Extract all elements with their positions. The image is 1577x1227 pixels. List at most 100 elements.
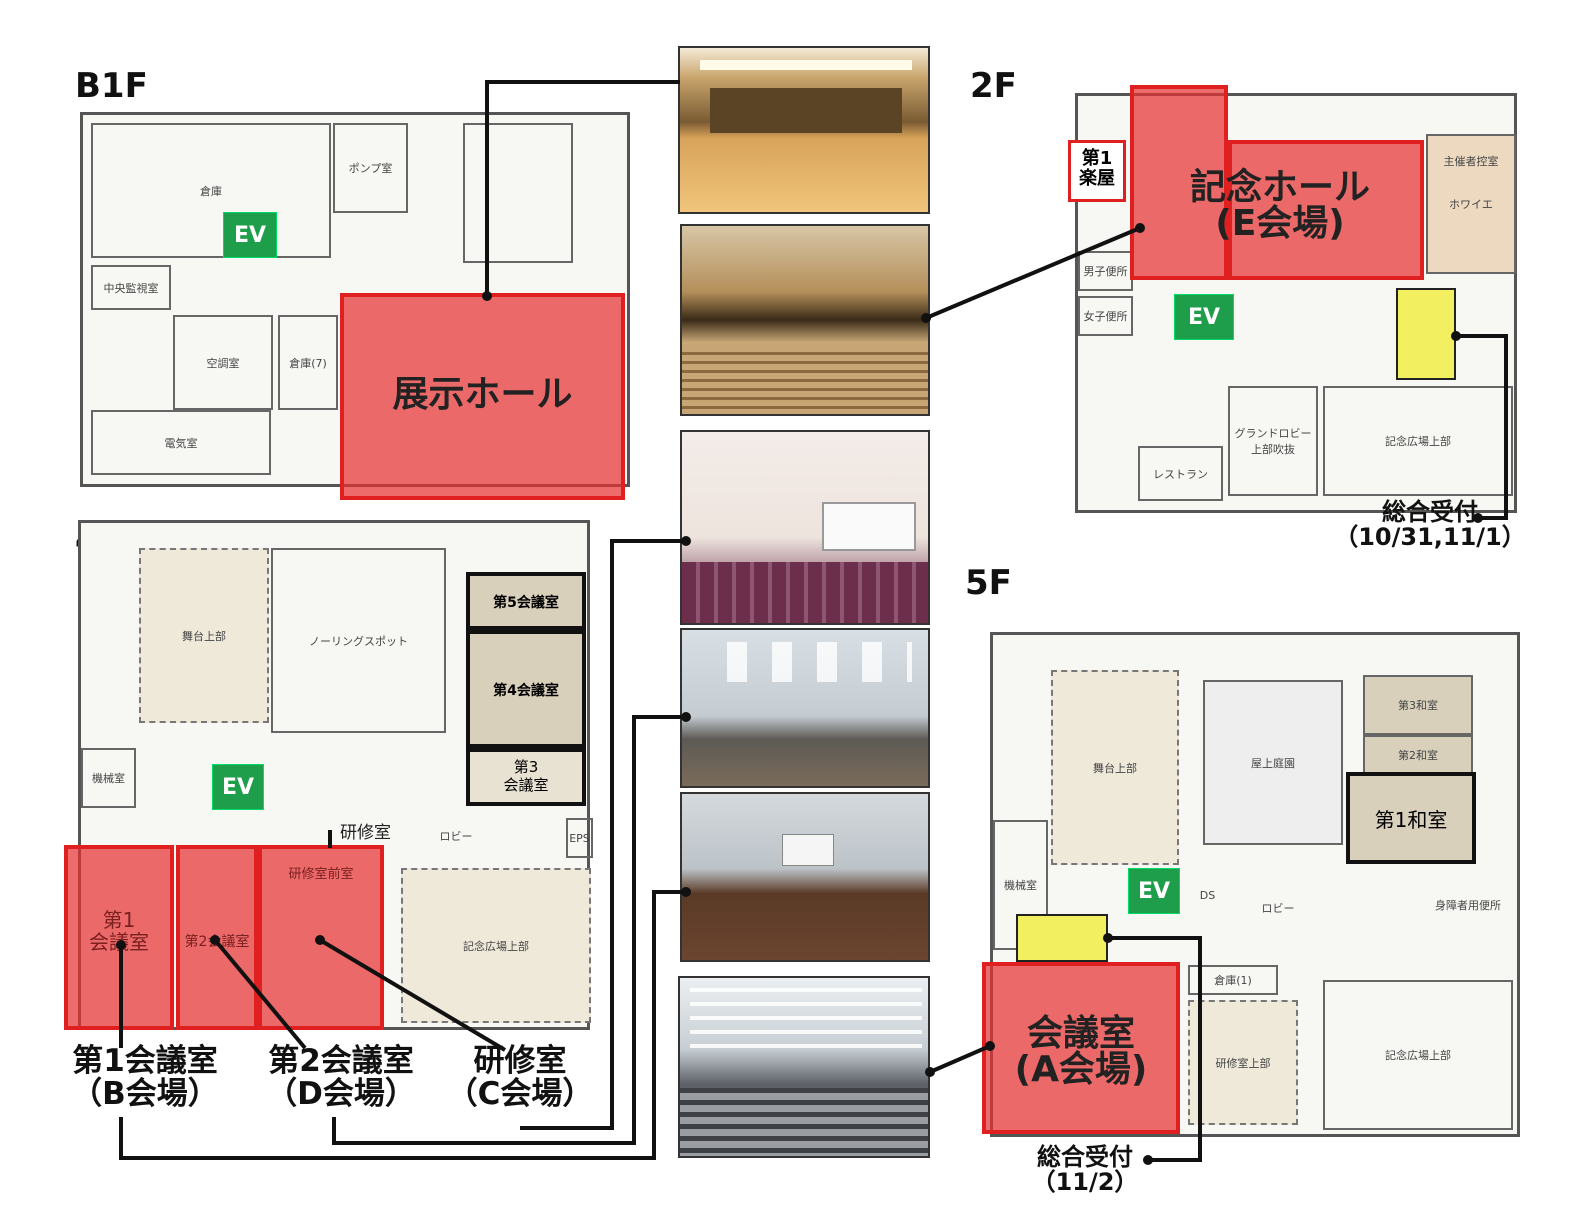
reception-5f[interactable] bbox=[1016, 914, 1108, 962]
room-organizer: 主催者控室 bbox=[1443, 155, 1499, 168]
dot-reception-5f-label bbox=[1143, 1155, 1153, 1165]
dot-reception-2f-label bbox=[1473, 513, 1483, 523]
floor-label-b1f: B1F bbox=[75, 66, 148, 106]
connector-reception-5f bbox=[1108, 936, 1202, 1162]
photo-training-room bbox=[680, 430, 930, 625]
room-misc bbox=[463, 123, 573, 263]
photo-desks bbox=[680, 1088, 928, 1156]
room-storage-5f: 倉庫(1) bbox=[1188, 965, 1278, 995]
photo-seat-rows bbox=[682, 346, 928, 414]
room-training-void: 研修室上部 bbox=[1188, 1000, 1298, 1125]
room-conf-3[interactable]: 第3 会議室 bbox=[466, 748, 586, 806]
ev-badge-5f: EV bbox=[1128, 868, 1180, 914]
room-lobby-4f: ロビー bbox=[439, 829, 473, 843]
room-electric: 電気室 bbox=[91, 410, 271, 475]
connector-b-venue bbox=[119, 890, 686, 1160]
dot-c-room bbox=[315, 935, 325, 945]
ev-badge-4f: EV bbox=[212, 764, 264, 810]
room-eps: EPS bbox=[566, 818, 593, 858]
dot-conf2-photo bbox=[681, 712, 691, 722]
connector-exhibition bbox=[485, 80, 680, 296]
caption-b-venue: 第1会議室 （B会場） bbox=[71, 1043, 219, 1112]
room-aircon: 空調室 bbox=[173, 315, 273, 410]
reception-label-2f: 総合受付 （10/31,11/1） bbox=[1334, 498, 1526, 552]
dot-reception-5f bbox=[1103, 933, 1113, 943]
room-womens-toilet: 女子便所 bbox=[1078, 296, 1133, 336]
room-accessible-toilet: 身障者用便所 bbox=[1435, 899, 1501, 912]
connector-c-pointer bbox=[318, 938, 507, 1052]
photo-light-strip bbox=[700, 60, 912, 70]
room-plaza-void: 記念広場上部 bbox=[1323, 386, 1513, 496]
room-machine-4f: 機械室 bbox=[81, 748, 136, 808]
dot-conf1-photo bbox=[681, 887, 691, 897]
room-washitsu-2: 第2和室 bbox=[1363, 735, 1473, 775]
connector-reception-2f bbox=[1456, 334, 1508, 520]
room-central-monitor: 中央監視室 bbox=[91, 265, 171, 310]
room-grand-lobby-void: グランドロビー上部吹抜 bbox=[1228, 386, 1318, 496]
room-washitsu-3: 第3和室 bbox=[1363, 675, 1473, 735]
highlight-dressing-room-1[interactable]: 第1 楽屋 bbox=[1068, 140, 1126, 202]
dot-meeting-a bbox=[985, 1041, 995, 1051]
reception-label-5f: 総合受付 （11/2） bbox=[1031, 1143, 1139, 1197]
photo-memorial-hall bbox=[680, 224, 930, 416]
dot-d-room bbox=[210, 935, 220, 945]
connector-c-venue bbox=[520, 539, 686, 1130]
room-lobby-5f: ロビー bbox=[1261, 901, 1295, 915]
floor-label-5f: 5F bbox=[965, 563, 1012, 603]
floor-label-2f: 2F bbox=[970, 66, 1017, 106]
meeting-room-a-label: 会議室 (A会場) bbox=[1014, 1013, 1148, 1090]
room-storage-7: 倉庫(7) bbox=[278, 315, 338, 410]
highlight-meeting-room-a[interactable]: 会議室 (A会場) bbox=[982, 962, 1180, 1134]
washitsu-1-label: 第1和室 bbox=[1374, 808, 1448, 832]
room-plaza-void-5f: 記念広場上部 bbox=[1323, 980, 1513, 1130]
kenshu-pointer-label: 研修室 bbox=[340, 823, 391, 843]
dot-reception-2f bbox=[1451, 331, 1461, 341]
highlight-memorial-hall-seats[interactable] bbox=[1228, 140, 1424, 280]
photo-chairs bbox=[682, 562, 928, 623]
photo-conf-room-2 bbox=[680, 628, 930, 788]
dot-exhibition bbox=[482, 291, 492, 301]
room-storage: 倉庫 bbox=[91, 123, 331, 258]
caption-d-venue: 第2会議室 （D会場） bbox=[266, 1043, 416, 1112]
dot-memorial-photo bbox=[921, 313, 931, 323]
photo-ceiling-strips bbox=[690, 988, 922, 1048]
room-pump: ポンプ室 bbox=[333, 123, 408, 213]
ev-badge-b1f: EV bbox=[223, 212, 277, 258]
dot-memorial-hall bbox=[1135, 223, 1145, 233]
photo-exhibition-hall bbox=[678, 46, 930, 214]
photo-meeting-room-a bbox=[678, 976, 930, 1158]
training-front-label: 研修室前室 bbox=[288, 867, 354, 882]
photo-conf-room-1 bbox=[680, 792, 930, 962]
room-ds: DS bbox=[1199, 888, 1216, 902]
dot-meeting-a-photo bbox=[925, 1067, 935, 1077]
dot-training-photo bbox=[681, 536, 691, 546]
dressing-room-label: 第1 楽屋 bbox=[1079, 148, 1115, 189]
conf-5-label: 第5会議室 bbox=[493, 595, 559, 611]
conf-4-label: 第4会議室 bbox=[493, 683, 559, 699]
photo-board bbox=[782, 834, 834, 866]
connector-memorial bbox=[925, 226, 1141, 320]
room-plaza-void-4f: 記念広場上部 bbox=[401, 868, 591, 1023]
room-stage-upper: 舞台上部 bbox=[139, 548, 269, 723]
room-washitsu-1[interactable]: 第1和室 bbox=[1346, 772, 1476, 864]
room-foyer: ホワイエ bbox=[1426, 134, 1516, 274]
room-nursing-spot: ノーリングスポット bbox=[271, 548, 446, 733]
room-restaurant: レストラン bbox=[1138, 446, 1223, 501]
connector-d-pointer bbox=[213, 938, 307, 1050]
room-conf-4[interactable]: 第4会議室 bbox=[466, 630, 586, 748]
exhibition-hall-label: 展示ホール bbox=[392, 374, 573, 415]
photo-stage-wall bbox=[710, 88, 902, 133]
connector-d-venue bbox=[332, 715, 686, 1145]
room-roof-garden: 屋上庭園 bbox=[1203, 680, 1343, 845]
highlight-exhibition-hall[interactable]: 展示ホール bbox=[340, 293, 625, 500]
memorial-hall-label: 記念ホール (E会場) bbox=[1189, 167, 1370, 244]
room-stage-upper-5f: 舞台上部 bbox=[1051, 670, 1179, 865]
conf-3-label: 第3 会議室 bbox=[503, 758, 549, 794]
ev-badge-2f: EV bbox=[1174, 294, 1234, 340]
highlight-memorial-hall-stage[interactable] bbox=[1130, 85, 1228, 280]
dot-b-room bbox=[116, 940, 126, 950]
connector-meeting-a bbox=[929, 1044, 991, 1074]
room-conf-5[interactable]: 第5会議室 bbox=[466, 572, 586, 630]
photo-whiteboard bbox=[822, 502, 916, 551]
